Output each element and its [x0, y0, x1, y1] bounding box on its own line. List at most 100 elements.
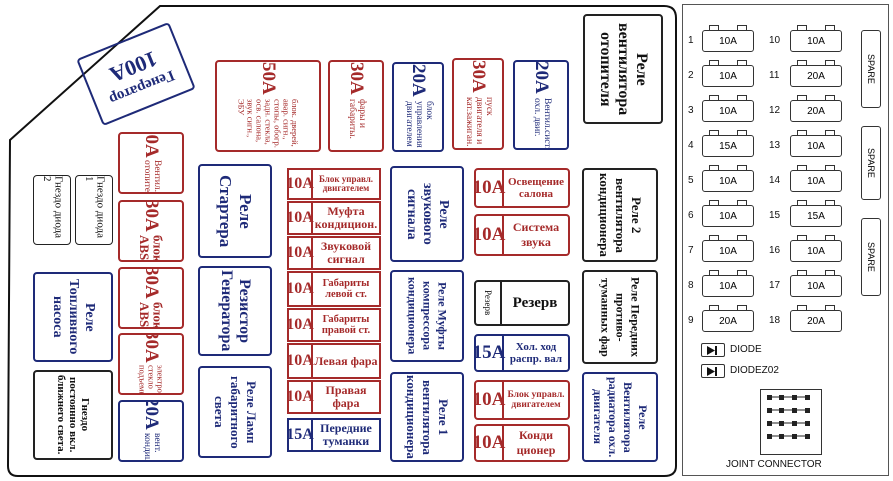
- mid-fuse-label: Правая фара: [325, 383, 367, 410]
- relay-starter-label: Реле Стартера: [216, 174, 255, 248]
- fuse-number: 17: [769, 280, 781, 291]
- fuse-10a-ac: 10A Конди ционер: [474, 424, 570, 462]
- fuse-15a-cam-amp: 15A: [476, 336, 505, 370]
- joint-connector-icon: [760, 389, 822, 455]
- fuse-slot: 10A: [702, 200, 754, 227]
- fuse-30a-lights: 30A фары и габариты.: [328, 60, 384, 152]
- mid-fuse-label: Левая фара: [314, 353, 378, 368]
- relay-fog-label: Реле Передних противо- туманных фар: [598, 277, 643, 357]
- relay-radiator-fan: Реле Вентилятора радиатора охл. двигател…: [582, 372, 658, 462]
- relay-fuel-label: Реле Топливного насоса: [50, 279, 97, 355]
- socket-diode-1: Гнездо диода 1: [75, 175, 113, 245]
- mid-fuse-amp: 15A: [286, 420, 314, 450]
- fuse-50a-label: блок. дверей, авар. сигн., стопы, обогр.…: [236, 98, 301, 148]
- fuse-slot: 10A: [702, 235, 754, 262]
- fuse-10a-ecu: 10A Блок управл. двигателем: [474, 380, 570, 420]
- fuse-number: 13: [769, 140, 781, 151]
- fuse-30a-abs-1-amp: 30A: [141, 200, 162, 233]
- mid-fuse-amp: 10A: [286, 170, 314, 198]
- fuse-30a-start-label: пуск двигателя и кат.зажиган.: [464, 96, 494, 147]
- mid-fuse-row: 10A Габариты правой ст.: [286, 308, 381, 342]
- relay-starter: Реле Стартера: [198, 164, 272, 258]
- relay-marker-label: Реле Ламп габаритного света: [212, 375, 259, 449]
- fuse-30a-window-amp: 30A: [141, 333, 162, 363]
- relay-marker-lamps: Реле Ламп габаритного света: [198, 366, 272, 458]
- fuse-slot: 10A: [702, 165, 754, 192]
- relay-fog-lights: Реле Передних противо- туманных фар: [582, 270, 658, 364]
- fuse-20a-ac-fan: 20A вент. кондиц.: [118, 400, 184, 462]
- mid-fuse-label: Габариты правой ст.: [321, 313, 371, 336]
- fuse-20a-engine-label: блок управления двигателем: [404, 100, 434, 148]
- mid-fuse-amp: 10A: [286, 238, 314, 268]
- mid-fuse-amp: 10A: [286, 203, 314, 233]
- fuse-30a-heater-fan: 30A Вентил. отопителя: [118, 132, 184, 194]
- diode2-label: DIODEZ02: [730, 365, 779, 376]
- relay-rad-label: Реле Вентилятора радиатора охл. двигател…: [591, 376, 650, 458]
- fuse-10a-ecu-label: Блок управл. двигателем: [507, 390, 565, 410]
- fuse-30a-start-amp: 30A: [468, 60, 489, 93]
- relay-ac-fan-1: Реле 1 вентилятора кондиционера: [390, 372, 464, 462]
- fuse-30a-abs-2: 30A блок ABS: [118, 267, 184, 329]
- fuse-number: 6: [688, 210, 694, 221]
- mid-fuse-label: Передние туманки: [320, 421, 372, 448]
- fuse-15a-cam-label: Хол. ход распр. вал: [509, 341, 563, 365]
- fuse-number: 3: [688, 105, 694, 116]
- socket-dipped-label: Гнездо постоянно вкл. ближнего света.: [55, 375, 91, 455]
- fuse-50a-block: 50A блок. дверей, авар. сигн., стопы, об…: [215, 60, 321, 152]
- mid-fuse-amp: 10A: [286, 310, 314, 340]
- fuse-slot: 10A: [702, 270, 754, 297]
- mid-fuse-amp: 10A: [286, 273, 314, 305]
- fuse-number: 5: [688, 175, 694, 186]
- resistor-generator-label: Резистор Генератора: [218, 270, 253, 352]
- fuse-number: 11: [769, 70, 780, 81]
- fuse-interior-light-amp: 10A: [476, 170, 505, 206]
- fuse-15a-cam: 15A Хол. ход распр. вал: [474, 334, 570, 372]
- fuse-audio-system-amp: 10A: [476, 216, 505, 254]
- fuse-number: 16: [769, 245, 781, 256]
- spare-slot-1: SPARE: [861, 30, 881, 108]
- relay-ac-clutch: Реле Муфты компрессора кондиционера: [390, 270, 464, 362]
- fuse-audio-system-label: Система звука: [512, 220, 560, 249]
- fuse-30a-start: 30A пуск двигателя и кат.зажиган.: [452, 58, 504, 150]
- fuse-20a-engine: 20A блок управления двигателем: [392, 62, 444, 152]
- resistor-generator: Резистор Генератора: [198, 266, 272, 356]
- relay-heater-label: Реле вентилятора отопителя: [597, 22, 650, 116]
- fuse-10a-ac-label: Конди ционер: [516, 428, 556, 457]
- relay-fuel-pump: Реле Топливного насоса: [33, 272, 113, 362]
- fuse-20a-ac-fan-label: вент. кондиц.: [142, 433, 162, 462]
- fuse-slot: 20A: [790, 305, 842, 332]
- mid-fuse-label: Блок управл. двигателем: [318, 173, 374, 193]
- fuse-30a-abs-2-amp: 30A: [141, 267, 162, 300]
- fuse-number: 18: [769, 315, 781, 326]
- fuse-slot: 15A: [702, 130, 754, 157]
- fuse-30a-abs-1-label: блок ABS: [137, 235, 166, 262]
- fuse-slot: 10A: [790, 130, 842, 157]
- fuse-20a-fan-label: Вентил.сист. охл. двиг.: [532, 97, 552, 150]
- fuse-slot: 10A: [702, 95, 754, 122]
- fuse-number: 8: [688, 280, 694, 291]
- fuse-30a-window-label: электро стекло подъемн.: [137, 365, 166, 395]
- fuse-30a-lights-label: фары и габариты.: [347, 98, 367, 139]
- fuse-number: 9: [688, 315, 694, 326]
- fuse-20a-ac-fan-amp: 20A: [141, 400, 162, 431]
- fuse-30a-heater-fan-amp: 30A: [141, 132, 162, 158]
- fuse-number: 7: [688, 245, 694, 256]
- spare-slot-2: SPARE: [861, 126, 881, 200]
- fuse-number: 14: [769, 175, 781, 186]
- fuse-slot: 10A: [702, 25, 754, 52]
- fuse-30a-abs-1: 30A блок ABS: [118, 200, 184, 262]
- diode2-icon: [701, 364, 725, 378]
- mid-fuse-label: Муфта кондицион.: [314, 204, 378, 231]
- socket-diode-2-label: Гнездо диода 2: [41, 176, 65, 238]
- mid-fuse-amp: 10A: [286, 382, 314, 412]
- relay-ac-clutch-label: Реле Муфты компрессора кондиционера: [405, 277, 450, 355]
- fuse-10a-ecu-amp: 10A: [476, 382, 505, 418]
- fuse-slot: 15A: [790, 200, 842, 227]
- fuse-slot: 20A: [790, 95, 842, 122]
- fuse-50a-amp: 50A: [258, 62, 279, 95]
